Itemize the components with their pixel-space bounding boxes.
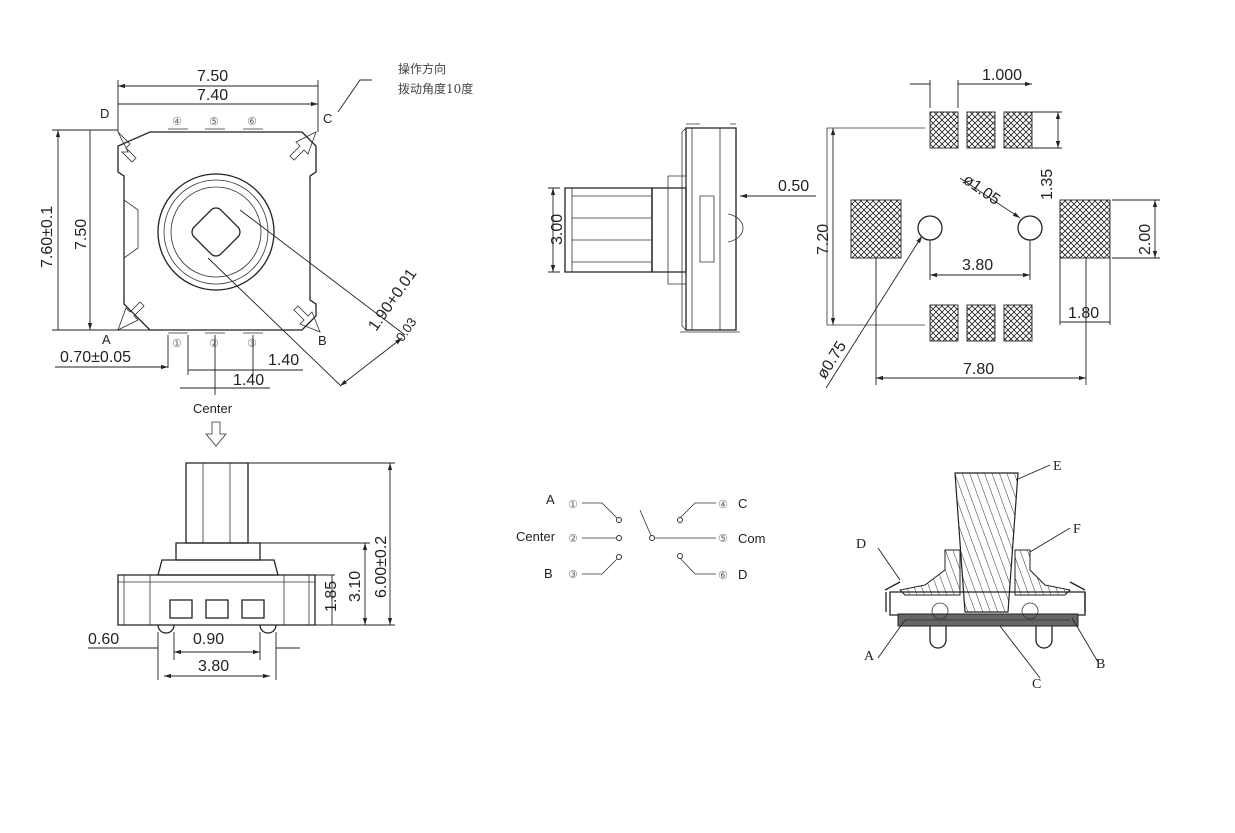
dim-height-inner: 7.50 [73, 219, 90, 250]
pin-label-3: ③ [247, 337, 257, 350]
direction-arrows-icon [117, 131, 321, 333]
dim-pitch-1: 1.40 [268, 352, 299, 369]
section-label-b: B [1096, 657, 1105, 672]
dim-total-height: 7.20 [815, 224, 832, 255]
knob-diamond [191, 207, 241, 257]
schematic-label-c: C [738, 496, 747, 511]
schematic-pin-3: ③ [568, 568, 578, 581]
knob-ring-inner [170, 186, 262, 278]
terminal [169, 599, 193, 619]
pad [929, 304, 959, 342]
schematic-pin-4: ④ [718, 498, 728, 511]
dim-body-height: 3.10 [347, 571, 364, 602]
pad-side [850, 199, 902, 259]
pin-label-4: ④ [172, 115, 182, 128]
pin-label-6: ⑥ [247, 115, 257, 128]
dim-hole-spacing: 3.80 [962, 257, 993, 274]
dim-knob-tolerance: -0.03 [390, 315, 419, 348]
press-arrow-icon [205, 421, 227, 447]
side-tabs [123, 180, 311, 296]
dim-side-gap: 1.35 [1039, 169, 1056, 200]
dim-pin-pitch: 0.90 [193, 631, 224, 648]
cross-section: E F D A C B [856, 459, 1105, 692]
dim-width-inner: 7.40 [197, 87, 228, 104]
schematic-pin-1: ① [568, 498, 578, 511]
actuator-stem [954, 472, 1019, 613]
schematic-label-d: D [738, 567, 747, 582]
dim-pad-pitch: 1.000 [982, 67, 1022, 84]
section-label-e: E [1053, 459, 1062, 474]
dim-foot: 0.60 [88, 631, 119, 648]
schematic-label-com: Com [738, 531, 765, 546]
pad [1003, 111, 1033, 149]
knob-ring-outer [157, 173, 275, 291]
schematic-pin-2: ② [568, 532, 578, 545]
note-leader [337, 79, 372, 113]
side-view: 3.00 0.50 [548, 123, 816, 333]
dim-total-width: 7.80 [963, 361, 994, 378]
schematic-pin-5: ⑤ [718, 532, 728, 545]
section-label-a: A [864, 649, 875, 664]
corner-label-a: A [102, 332, 111, 347]
dim-side-height: 3.00 [549, 214, 566, 245]
front-view: Center 6.00±0.2 3.10 1.85 0.60 0.90 3.80 [88, 401, 395, 680]
dim-base-height: 1.85 [323, 581, 340, 612]
pad [929, 111, 959, 149]
knob-ring-mid [163, 179, 269, 285]
pad-side [1059, 199, 1111, 259]
switch-schematic: A ① Center ② B ③ ④ C ⑤ Com ⑥ D [516, 492, 765, 582]
switch-body-outline [117, 131, 317, 331]
dim-pad-width: 1.80 [1068, 305, 1099, 322]
schematic-label-b: B [544, 566, 553, 581]
footprint: 1.000 1.35 2.00 7.20 ø1.05 3.80 1.80 7.8… [814, 67, 1160, 389]
dim-front-total-height: 6.00±0.2 [373, 536, 390, 598]
dim-width-outer: 7.50 [197, 68, 228, 85]
dim-pad-height: 2.00 [1137, 224, 1154, 255]
schematic-pin-6: ⑥ [718, 569, 728, 582]
corner-label-b: B [318, 333, 327, 348]
dim-outer-span: 3.80 [198, 658, 229, 675]
dim-pin-width: 0.70±0.05 [60, 349, 131, 366]
pin-label-5: ⑤ [209, 115, 219, 128]
note-angle: 拨动角度10度 [398, 81, 473, 96]
terminal [205, 599, 229, 619]
section-label-c: C [1032, 677, 1041, 692]
dim-pitch-2: 1.40 [233, 372, 264, 389]
top-view: ④ ⑤ ⑥ ① ② ③ D C A B 7.50 7.40 7.60±0.1 7… [39, 61, 473, 395]
terminal [241, 599, 265, 619]
pad [966, 111, 996, 149]
dim-side-offset: 0.50 [778, 178, 809, 195]
pin-label-2: ② [209, 337, 219, 350]
pad [966, 304, 996, 342]
section-label-d: D [856, 537, 866, 552]
dim-height-outer: 7.60±0.1 [39, 206, 56, 268]
corner-label-c: C [323, 111, 332, 126]
hole [1017, 215, 1043, 241]
schematic-label-center: Center [516, 529, 556, 544]
dim-small-hole: ø0.75 [814, 338, 850, 382]
pin-label-1: ① [172, 337, 182, 350]
dim-hole: ø1.05 [960, 171, 1003, 208]
note-operation-direction: 操作方向 [398, 61, 446, 76]
center-press-label: Center [193, 401, 233, 416]
corner-label-d: D [100, 106, 109, 121]
pad [1003, 304, 1033, 342]
schematic-label-a: A [546, 492, 555, 507]
section-label-f: F [1073, 522, 1081, 537]
